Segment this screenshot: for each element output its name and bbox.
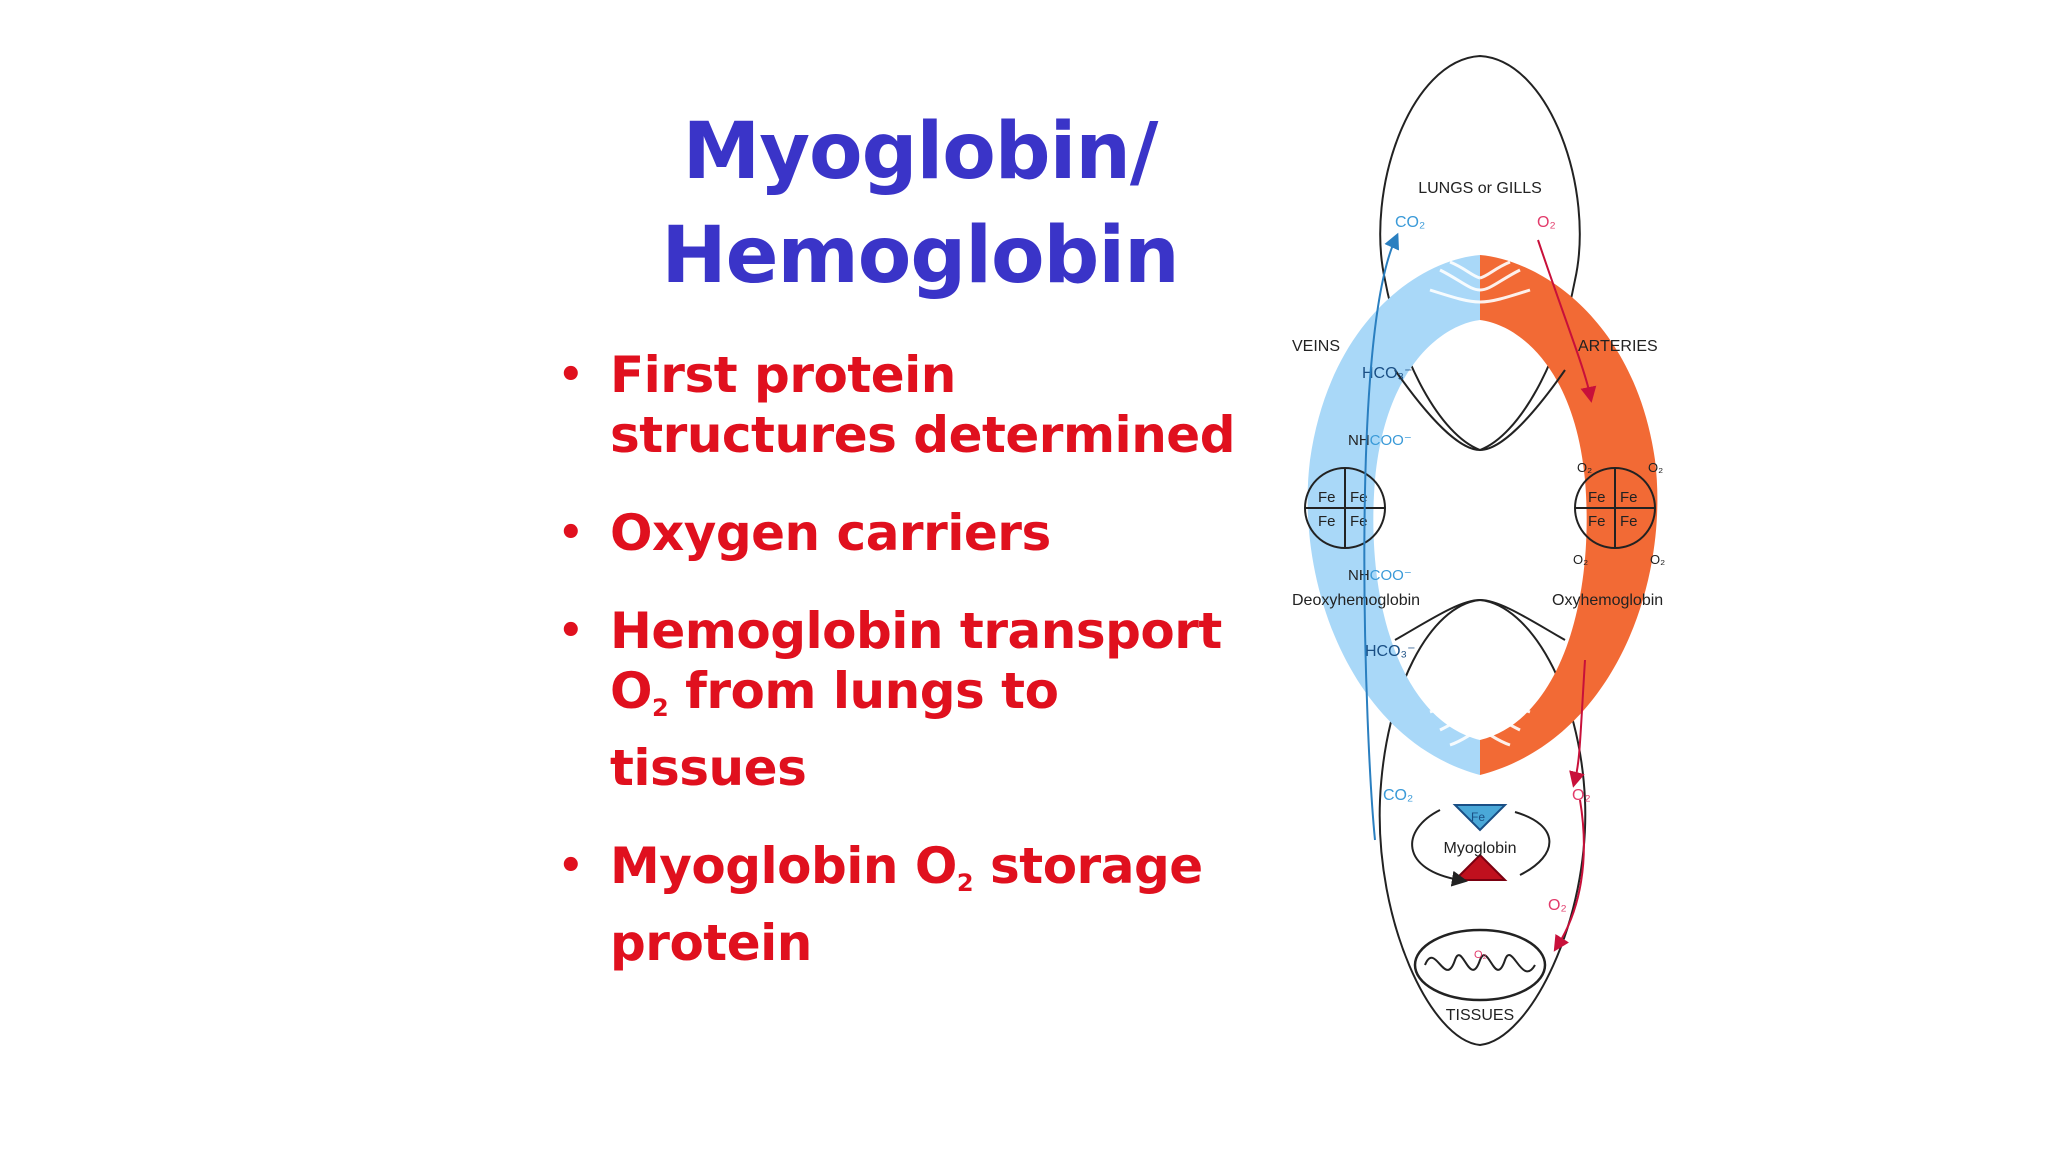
bullet-dot: • (558, 608, 584, 654)
oxyhemoglobin-label: Oxyhemoglobin (1552, 592, 1663, 609)
capillary-texture-top (1429, 260, 1531, 304)
bullet-list: • First protein structures determined • … (552, 345, 1236, 1011)
svg-text:Fe: Fe (1318, 489, 1336, 506)
svg-text:Fe: Fe (1471, 810, 1485, 824)
title-line-2: Hemoglobin (661, 211, 1179, 301)
myoglobin-label: Myoglobin (1444, 840, 1517, 857)
slide-title: Myoglobin/ Hemoglobin (640, 100, 1200, 308)
title-line-1: Myoglobin/ (682, 107, 1159, 197)
bullet-text: Oxygen carriers (610, 504, 1051, 562)
bullet-text: structures determined (610, 406, 1236, 464)
bullet-item: • Oxygen carriers (552, 503, 1232, 563)
bullet-dot: • (558, 510, 584, 556)
co2-bottom-label: CO₂ (1383, 787, 1413, 804)
bullet-text: Myoglobin O2 storage (610, 837, 1203, 897)
o2-mid-label: O₂ (1548, 897, 1567, 914)
svg-text:O₂: O₂ (1573, 552, 1588, 567)
hco3-top-label: HCO₃⁻ (1362, 365, 1413, 382)
arterial-blood-band (1480, 255, 1658, 775)
bullet-item: • Hemoglobin transport O2 from lungs to … (552, 601, 1232, 798)
bullet-dot: • (558, 843, 584, 889)
bullet-dot: • (558, 352, 584, 398)
bullet-text: O2 from lungs to (610, 662, 1059, 722)
bullet-text: Hemoglobin transport (610, 602, 1222, 660)
oxyhemoglobin-symbol: Fe Fe Fe Fe O₂ O₂ O₂ O₂ (1573, 460, 1665, 567)
bullet-item: • Myoglobin O2 storage protein (552, 836, 1232, 973)
tissues-label: TISSUES (1446, 1007, 1514, 1024)
svg-text:Fe: Fe (1350, 489, 1368, 506)
bullet-text: tissues (610, 739, 807, 797)
hco3-bottom-label: HCO₃⁻ (1365, 643, 1416, 660)
capillary-texture-bottom (1429, 698, 1531, 747)
mitochondrion-icon: O₂ (1413, 928, 1547, 1002)
svg-text:Fe: Fe (1588, 489, 1606, 506)
svg-text:O₂: O₂ (1474, 949, 1487, 961)
arteries-label: ARTERIES (1578, 338, 1658, 355)
svg-text:O₂: O₂ (1577, 460, 1592, 475)
o2-bottom-label: O₂ (1572, 787, 1591, 804)
bullet-item: • First protein structures determined (552, 345, 1236, 465)
venous-blood-band (1307, 255, 1480, 775)
o2-top-label: O₂ (1537, 214, 1556, 231)
veins-label: VEINS (1292, 338, 1340, 355)
svg-text:Fe: Fe (1350, 513, 1368, 530)
svg-text:Fe: Fe (1588, 513, 1606, 530)
myoglobin-cycle: Fe Myoglobin (1411, 804, 1551, 887)
circulation-diagram: LUNGS or GILLS CO₂ O₂ VEINS ARTERIES HCO… (1292, 54, 1665, 1047)
svg-text:Fe: Fe (1318, 513, 1336, 530)
deoxyhemoglobin-symbol: Fe Fe Fe Fe (1304, 467, 1386, 549)
lungs-label: LUNGS or GILLS (1418, 180, 1542, 197)
co2-top-label: CO₂ (1395, 214, 1425, 231)
nhcoo-bottom-label: NHCOO⁻ (1348, 567, 1412, 584)
svg-text:Fe: Fe (1620, 489, 1638, 506)
deoxyhemoglobin-label: Deoxyhemoglobin (1292, 592, 1420, 609)
bullet-text: protein (610, 914, 812, 972)
nhcoo-top-label: NHCOO⁻ (1348, 432, 1412, 449)
svg-text:Fe: Fe (1620, 513, 1638, 530)
svg-text:O₂: O₂ (1648, 460, 1663, 475)
svg-text:O₂: O₂ (1650, 552, 1665, 567)
bullet-text: First protein (610, 346, 956, 404)
